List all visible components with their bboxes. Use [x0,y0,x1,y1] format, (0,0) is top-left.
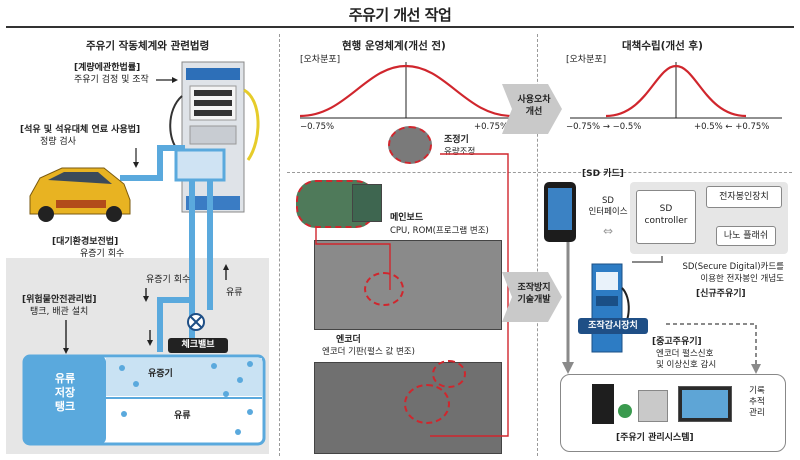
law-hazard-desc: 탱크, 배관 설치 [30,307,89,317]
row-divider [287,172,792,173]
used-desc-line-1: 엔코더 펄스신호 [656,349,714,359]
page-title: 주유기 개선 작업 [348,6,452,24]
middle-dist-label: [오차분포] [300,55,341,65]
sd-controller-line-2: controller [644,216,688,226]
law-air-desc: 유증기 회수 [80,249,125,259]
tank-label-line-2: 저장 [54,386,76,399]
right-range-right: +0.5% ← +0.75% [694,122,770,132]
server-icon [592,384,614,424]
sd-controller-line-1: SD [659,204,673,214]
middle-range-min: −0.75% [300,122,335,132]
regulator-desc: 유량조정 [444,147,476,157]
operator-icon [638,390,668,422]
dispenser-internal-photo [314,240,502,330]
globe-icon [618,404,632,418]
mainboard-desc: CPU, ROM(프로그램 변조) [390,226,489,236]
mgmt-system-label: [주유기 관리시스템] [616,433,694,443]
encoder-highlight-2 [404,384,450,424]
regulator-title: 조정기 [444,135,469,145]
used-desc-line-2: 및 이상신호 감시 [656,360,717,370]
law-air-title: [대기환경보전법] [52,237,119,247]
law-measurement-title: [계량에관한법률] [74,63,141,73]
title-rule [6,26,794,28]
bidirectional-arrow-icon: ⇔ [602,224,614,238]
sd-desc-line-1: SD(Secure Digital)카드를 [682,262,784,272]
monitor-icon [678,386,732,422]
tank-vapor-label: 유증기 [148,369,173,379]
record-line-3: 관리 [749,408,765,418]
new-dispenser-icon [591,263,630,353]
regulator-photo [388,126,432,164]
sd-interface-line-1: SD [602,196,614,206]
arrow-error-improve-line-1: 사용오차 [517,95,551,105]
arrow-tamper-tech [502,272,562,322]
check-valve-label: 체크밸브 [168,338,228,353]
record-line-2: 추적 [749,397,765,407]
law-petroleum-desc: 정량 검사 [40,137,76,147]
right-flow-arrows [562,242,761,374]
fuel-dispenser-icon [169,61,260,213]
tank-label-line-1: 유류 [54,372,76,385]
record-label: 기록 추적 관리 [742,386,772,419]
encoder-desc: 엔코더 기판(펄스 값 변조) [322,347,415,357]
column-divider-right [537,34,538,456]
check-valve-icon [187,313,205,331]
used-dispenser-label: [중고주유기] [652,337,702,347]
column-divider-left [279,34,280,456]
fuel-system-illustration [22,61,266,446]
arrow-error-improve-line-2: 개선 [525,107,543,117]
tank-label-line-3: 탱크 [54,400,76,413]
sd-card-title: [SD 카드] [582,169,624,179]
smartphone-icon [544,182,576,242]
arrow-error-improve-label: 사용오차 개선 [510,94,558,118]
right-error-curve [570,62,782,119]
mainboard-chip-photo [352,184,382,222]
tamper-device-label: 조작감시장치 [578,318,648,334]
law-petroleum-title: [석유 및 석유대체 연료 사용법] [20,125,141,135]
right-heading: 대책수립(개선 후) [622,40,703,52]
sd-interface-line-2: 인터페이스 [588,207,628,217]
left-heading: 주유기 작동체계와 관련법령 [86,40,210,52]
sd-controller-box: SD controller [636,190,696,244]
nand-flash-box: 나노 플래쉬 [716,226,776,246]
storage-tank-icon [22,354,266,446]
arrow-tamper-tech-line-2: 기술개발 [517,295,551,305]
law-measurement-desc: 주유기 검정 및 조작 [74,75,149,85]
arrow-error-improve [502,84,562,134]
tank-fuel-label: 유류 [174,411,191,421]
middle-range-max: +0.75% [474,122,509,132]
right-range-left: −0.75% → −0.5% [566,122,642,132]
mainboard-title: 메인보드 [390,213,424,223]
tank-label: 유류 저장 탱크 [24,372,106,414]
fuel-flow-label: 유류 [226,288,243,298]
arrow-tamper-tech-label: 조작방지 기술개발 [510,282,558,306]
sd-interface-label: SD 인터페이스 [588,196,628,218]
right-dist-label: [오차분포] [566,55,607,65]
red-connectors [315,153,509,437]
encoder-highlight-1 [432,360,466,388]
record-line-1: 기록 [749,386,765,396]
middle-heading: 현행 운영체계(개선 전) [342,40,446,52]
vapor-return-label: 유증기 회수 [146,275,191,285]
law-hazard-title: [위험물안전관리법] [22,295,97,305]
seal-device-box: 전자봉인장치 [706,186,782,208]
encoder-title: 엔코더 [336,335,361,345]
arrow-tamper-tech-line-1: 조작방지 [517,283,551,293]
sd-desc-line-2: 이용한 전자봉인 개념도 [700,274,784,284]
new-dispenser-label: [신규주유기] [696,289,746,299]
middle-error-curve [299,62,513,119]
internal-highlight [364,272,404,306]
car-icon [29,167,131,222]
